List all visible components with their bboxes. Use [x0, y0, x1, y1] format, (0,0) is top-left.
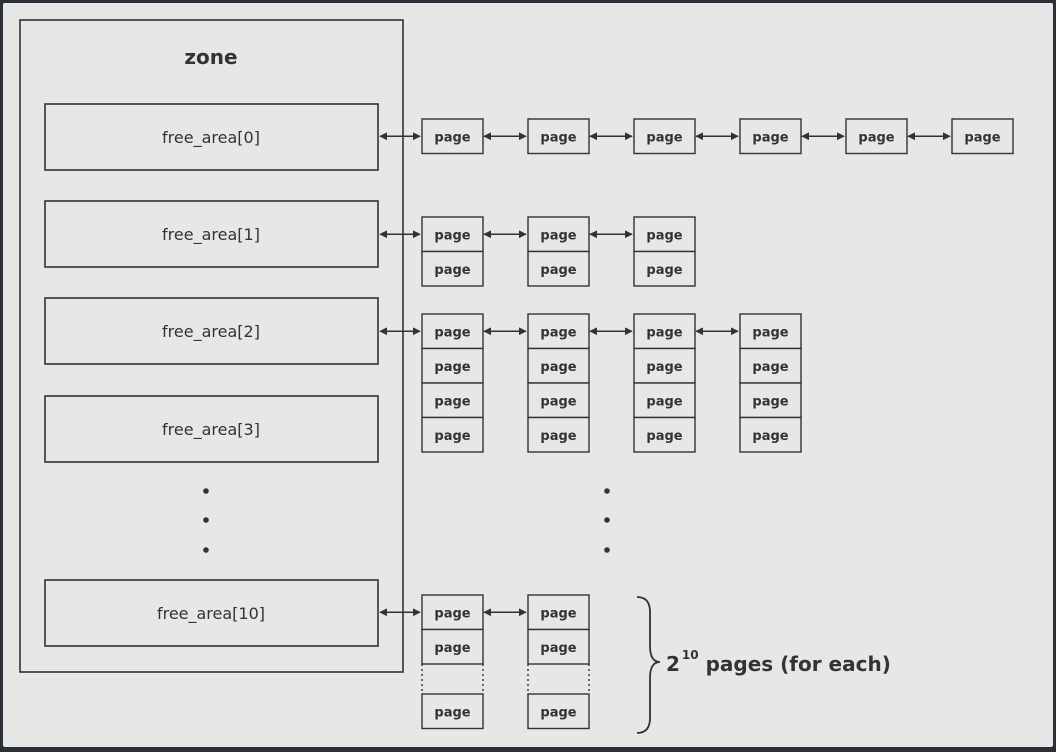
ellipsis-dot: [203, 488, 209, 494]
annotation-exponent: 10: [682, 648, 699, 662]
zone-ellipsis: [203, 488, 209, 553]
free-area-0: free_area[0]: [44, 103, 379, 171]
page-cell: [421, 250, 484, 287]
page-label: page: [646, 130, 682, 145]
page-cell: [739, 416, 802, 453]
page-label: page: [540, 394, 576, 409]
page-label: page: [540, 325, 576, 340]
page-cell: [527, 416, 590, 453]
page-cell: [633, 347, 696, 384]
ellipsis-dot: [604, 517, 610, 523]
page-label: page: [752, 325, 788, 340]
page-label: page: [646, 360, 682, 375]
page-cell: [421, 382, 484, 419]
page-label: page: [752, 360, 788, 375]
page-cell: [739, 382, 802, 419]
page-label: page: [646, 325, 682, 340]
page-label: page: [646, 263, 682, 278]
zone-box: [19, 19, 404, 673]
page-label: page: [434, 394, 470, 409]
page-cell: [421, 347, 484, 384]
free-area-label: free_area[0]: [162, 128, 260, 148]
page-label: page: [434, 130, 470, 145]
page-label: page: [540, 429, 576, 444]
ellipsis-dot: [203, 517, 209, 523]
page-label: page: [540, 705, 576, 720]
page-label: page: [540, 606, 576, 621]
page-label: page: [434, 641, 470, 656]
page-label: page: [858, 130, 894, 145]
page-label: page: [646, 228, 682, 243]
page-cell: [739, 118, 802, 155]
free-area-box: [44, 200, 379, 268]
annotation-text: pages (for each): [699, 652, 891, 676]
page-cell: [633, 118, 696, 155]
ellipsis-dot: [203, 547, 209, 553]
page-cell: [951, 118, 1014, 155]
page-label: page: [752, 429, 788, 444]
page-label: page: [434, 263, 470, 278]
page-cell: [527, 313, 590, 350]
free-area-1: free_area[1]: [44, 200, 379, 268]
page-cell: [527, 250, 590, 287]
page-label: page: [434, 606, 470, 621]
free-area-10: free_area[10]: [44, 579, 379, 647]
page-cell: [633, 250, 696, 287]
page-label: page: [540, 228, 576, 243]
brace-icon: [636, 596, 661, 734]
page-cell: [633, 313, 696, 350]
page-cell: [527, 693, 590, 730]
page-cell: [421, 216, 484, 253]
free-area-label: free_area[1]: [162, 225, 260, 245]
page-label: page: [540, 263, 576, 278]
free-area-2: free_area[2]: [44, 297, 379, 365]
page-cell: [633, 216, 696, 253]
page-label: page: [646, 429, 682, 444]
page-label: page: [964, 130, 1000, 145]
page-label: page: [540, 360, 576, 375]
page-label: page: [434, 705, 470, 720]
pages-ellipsis: [604, 488, 610, 553]
free-area-box: [44, 395, 379, 463]
ellipsis-dot: [604, 488, 610, 494]
page-label: page: [752, 130, 788, 145]
page-label: page: [434, 360, 470, 375]
free-area-box: [44, 579, 379, 647]
page-label: page: [434, 429, 470, 444]
page-label: page: [540, 130, 576, 145]
free-area-box: [44, 103, 379, 171]
page-label: page: [434, 325, 470, 340]
page-cell: [845, 118, 908, 155]
page-label: page: [540, 641, 576, 656]
free-area-3: free_area[3]: [44, 395, 379, 463]
free-area-label: free_area[2]: [162, 322, 260, 342]
page-cell: [421, 628, 484, 665]
page-cell: [633, 416, 696, 453]
page-cell: [633, 382, 696, 419]
page-chains: page page page page page page page page page page…: [379, 118, 1014, 730]
annotation-base: 2: [666, 652, 680, 676]
free-area-label: free_area[3]: [162, 420, 260, 440]
page-label: page: [752, 394, 788, 409]
page-label: page: [434, 228, 470, 243]
page-cell: [421, 693, 484, 730]
free-area-box: [44, 297, 379, 365]
page-cell: [421, 313, 484, 350]
page-cell: [739, 313, 802, 350]
page-cell: [527, 628, 590, 665]
page-cell: [421, 118, 484, 155]
zone-title: zone: [184, 45, 237, 69]
page-cell: [527, 118, 590, 155]
ellipsis-dot: [604, 547, 610, 553]
page-cell: [527, 216, 590, 253]
free-area-label: free_area[10]: [157, 604, 265, 624]
page-cell: [421, 416, 484, 453]
page-label: page: [646, 394, 682, 409]
page-cell: [527, 382, 590, 419]
page-cell: [527, 594, 590, 631]
